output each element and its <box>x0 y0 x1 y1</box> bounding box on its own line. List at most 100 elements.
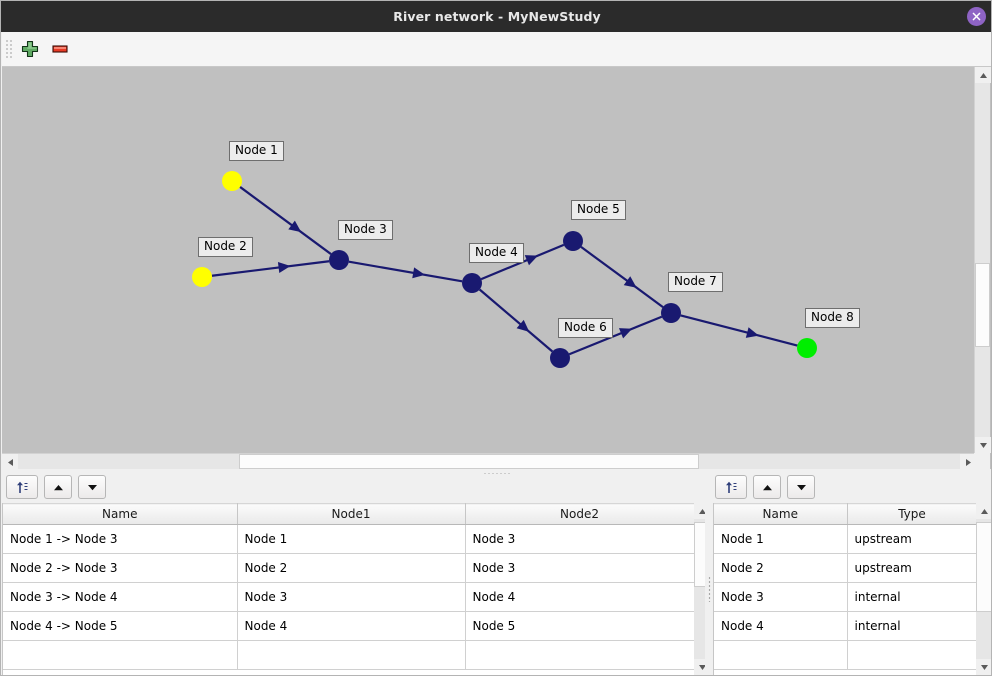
branches-cell[interactable]: Node 1 <box>237 524 466 554</box>
graph-node-label[interactable]: Node 6 <box>558 318 613 338</box>
nodes-cell[interactable] <box>847 640 976 670</box>
window-titlebar: River network - MyNewStudy <box>1 1 991 32</box>
graph-node-label[interactable]: Node 3 <box>338 220 393 240</box>
nodes-cell[interactable]: Node 4 <box>714 611 848 641</box>
vsplitter-grip-icon <box>707 576 711 602</box>
table-row[interactable] <box>3 640 694 670</box>
close-icon[interactable] <box>967 7 986 26</box>
graph-node-label[interactable]: Node 8 <box>805 308 860 328</box>
graph-node-node-5[interactable] <box>563 231 583 251</box>
graph-node-label[interactable]: Node 1 <box>229 141 284 161</box>
toolbar-drag-handle[interactable] <box>5 39 13 59</box>
branches-cell[interactable]: Node 3 <box>465 524 694 554</box>
scrollbar-corner <box>974 453 990 469</box>
nodes-vscroll-thumb[interactable] <box>976 522 991 612</box>
nodes-cell[interactable]: internal <box>847 611 976 641</box>
graph-edge[interactable] <box>568 315 663 356</box>
graph-node-label[interactable]: Node 4 <box>469 243 524 263</box>
nodes-vertical-scrollbar[interactable] <box>976 503 991 675</box>
nodes-cell[interactable]: upstream <box>847 553 976 583</box>
branches-cell[interactable] <box>3 640 238 670</box>
graph-node-label[interactable]: Node 2 <box>198 237 253 257</box>
nodes-toolbar <box>715 473 821 501</box>
branches-cell[interactable]: Node 2 <box>237 553 466 583</box>
graph-horizontal-scrollbar[interactable] <box>2 453 976 470</box>
graph-edge[interactable] <box>680 314 798 347</box>
green-plus-add-icon[interactable] <box>17 36 43 62</box>
branches-cell[interactable]: Node 1 -> Node 3 <box>3 524 238 554</box>
graph-edge[interactable] <box>211 260 330 277</box>
branches-cell[interactable]: Node 3 <box>465 553 694 583</box>
nodes-scroll-up-icon[interactable] <box>976 503 991 519</box>
branches-triangle-down-icon[interactable] <box>78 475 106 499</box>
nodes-cell[interactable]: upstream <box>847 524 976 554</box>
graph-node-node-1[interactable] <box>222 171 242 191</box>
graph-vertical-scrollbar[interactable] <box>974 67 991 453</box>
nodes-cell[interactable]: Node 1 <box>714 524 848 554</box>
nodes-cell[interactable] <box>714 640 848 670</box>
horizontal-splitter[interactable] <box>2 469 991 477</box>
graph-node-node-6[interactable] <box>550 348 570 368</box>
graph-scroll-left-icon[interactable] <box>2 454 18 470</box>
branches-cell[interactable]: Node 5 <box>465 611 694 641</box>
graph-edge[interactable] <box>348 260 463 283</box>
branches-cell[interactable] <box>465 640 694 670</box>
graph-node-node-2[interactable] <box>192 267 212 287</box>
nodes-sort-arrow-icon[interactable] <box>715 475 747 499</box>
graph-hscroll-thumb[interactable] <box>239 454 699 469</box>
branches-column-header[interactable]: Name <box>3 503 238 525</box>
branches-triangle-up-icon[interactable] <box>44 475 72 499</box>
branches-cell[interactable]: Node 4 <box>237 611 466 641</box>
nodes-triangle-up-icon[interactable] <box>753 475 781 499</box>
graph-scroll-up-icon[interactable] <box>975 67 991 83</box>
branches-cell[interactable]: Node 4 <box>465 582 694 612</box>
nodes-column-header[interactable]: Type <box>847 503 976 525</box>
main-toolbar <box>2 32 991 67</box>
branches-cell[interactable]: Node 3 <box>237 582 466 612</box>
branches-toolbar <box>6 473 112 501</box>
branches-sort-arrow-icon[interactable] <box>6 475 38 499</box>
graph-scroll-right-icon[interactable] <box>960 454 976 470</box>
branches-cell[interactable]: Node 4 -> Node 5 <box>3 611 238 641</box>
graph-edge[interactable] <box>239 186 332 255</box>
graph-edge[interactable] <box>580 246 664 308</box>
nodes-cell[interactable]: Node 3 <box>714 582 848 612</box>
branches-column-header[interactable]: Node2 <box>465 503 694 525</box>
graph-node-node-3[interactable] <box>329 250 349 270</box>
branches-column-header[interactable]: Node1 <box>237 503 466 525</box>
graph-edge[interactable] <box>478 288 554 353</box>
graph-node-label[interactable]: Node 7 <box>668 272 723 292</box>
graph-vscroll-track[interactable] <box>975 83 990 437</box>
nodes-scroll-down-icon[interactable] <box>976 659 991 675</box>
branches-cell[interactable]: Node 2 -> Node 3 <box>3 553 238 583</box>
nodes-triangle-down-icon[interactable] <box>787 475 815 499</box>
graph-vscroll-thumb[interactable] <box>975 263 990 347</box>
graph-node-label[interactable]: Node 5 <box>571 200 626 220</box>
branches-cell[interactable] <box>237 640 466 670</box>
nodes-column-header[interactable]: Name <box>714 503 848 525</box>
branches-cell[interactable]: Node 3 -> Node 4 <box>3 582 238 612</box>
river-network-graph[interactable]: Node 1 Node 2 Node 3 Node 4 Node 5 Node 6 Node… <box>2 67 991 469</box>
graph-node-node-7[interactable] <box>661 303 681 323</box>
nodes-cell[interactable]: internal <box>847 582 976 612</box>
graph-scroll-down-icon[interactable] <box>975 437 991 453</box>
graph-node-node-8[interactable] <box>797 338 817 358</box>
table-row[interactable] <box>714 640 976 670</box>
nodes-cell[interactable]: Node 2 <box>714 553 848 583</box>
graph-edge-arrow-icon <box>412 267 426 279</box>
red-minus-delete-icon[interactable] <box>47 36 73 62</box>
graph-edge-arrow-icon <box>618 328 633 339</box>
vertical-splitter[interactable] <box>705 503 713 675</box>
graph-node-node-4[interactable] <box>462 273 482 293</box>
